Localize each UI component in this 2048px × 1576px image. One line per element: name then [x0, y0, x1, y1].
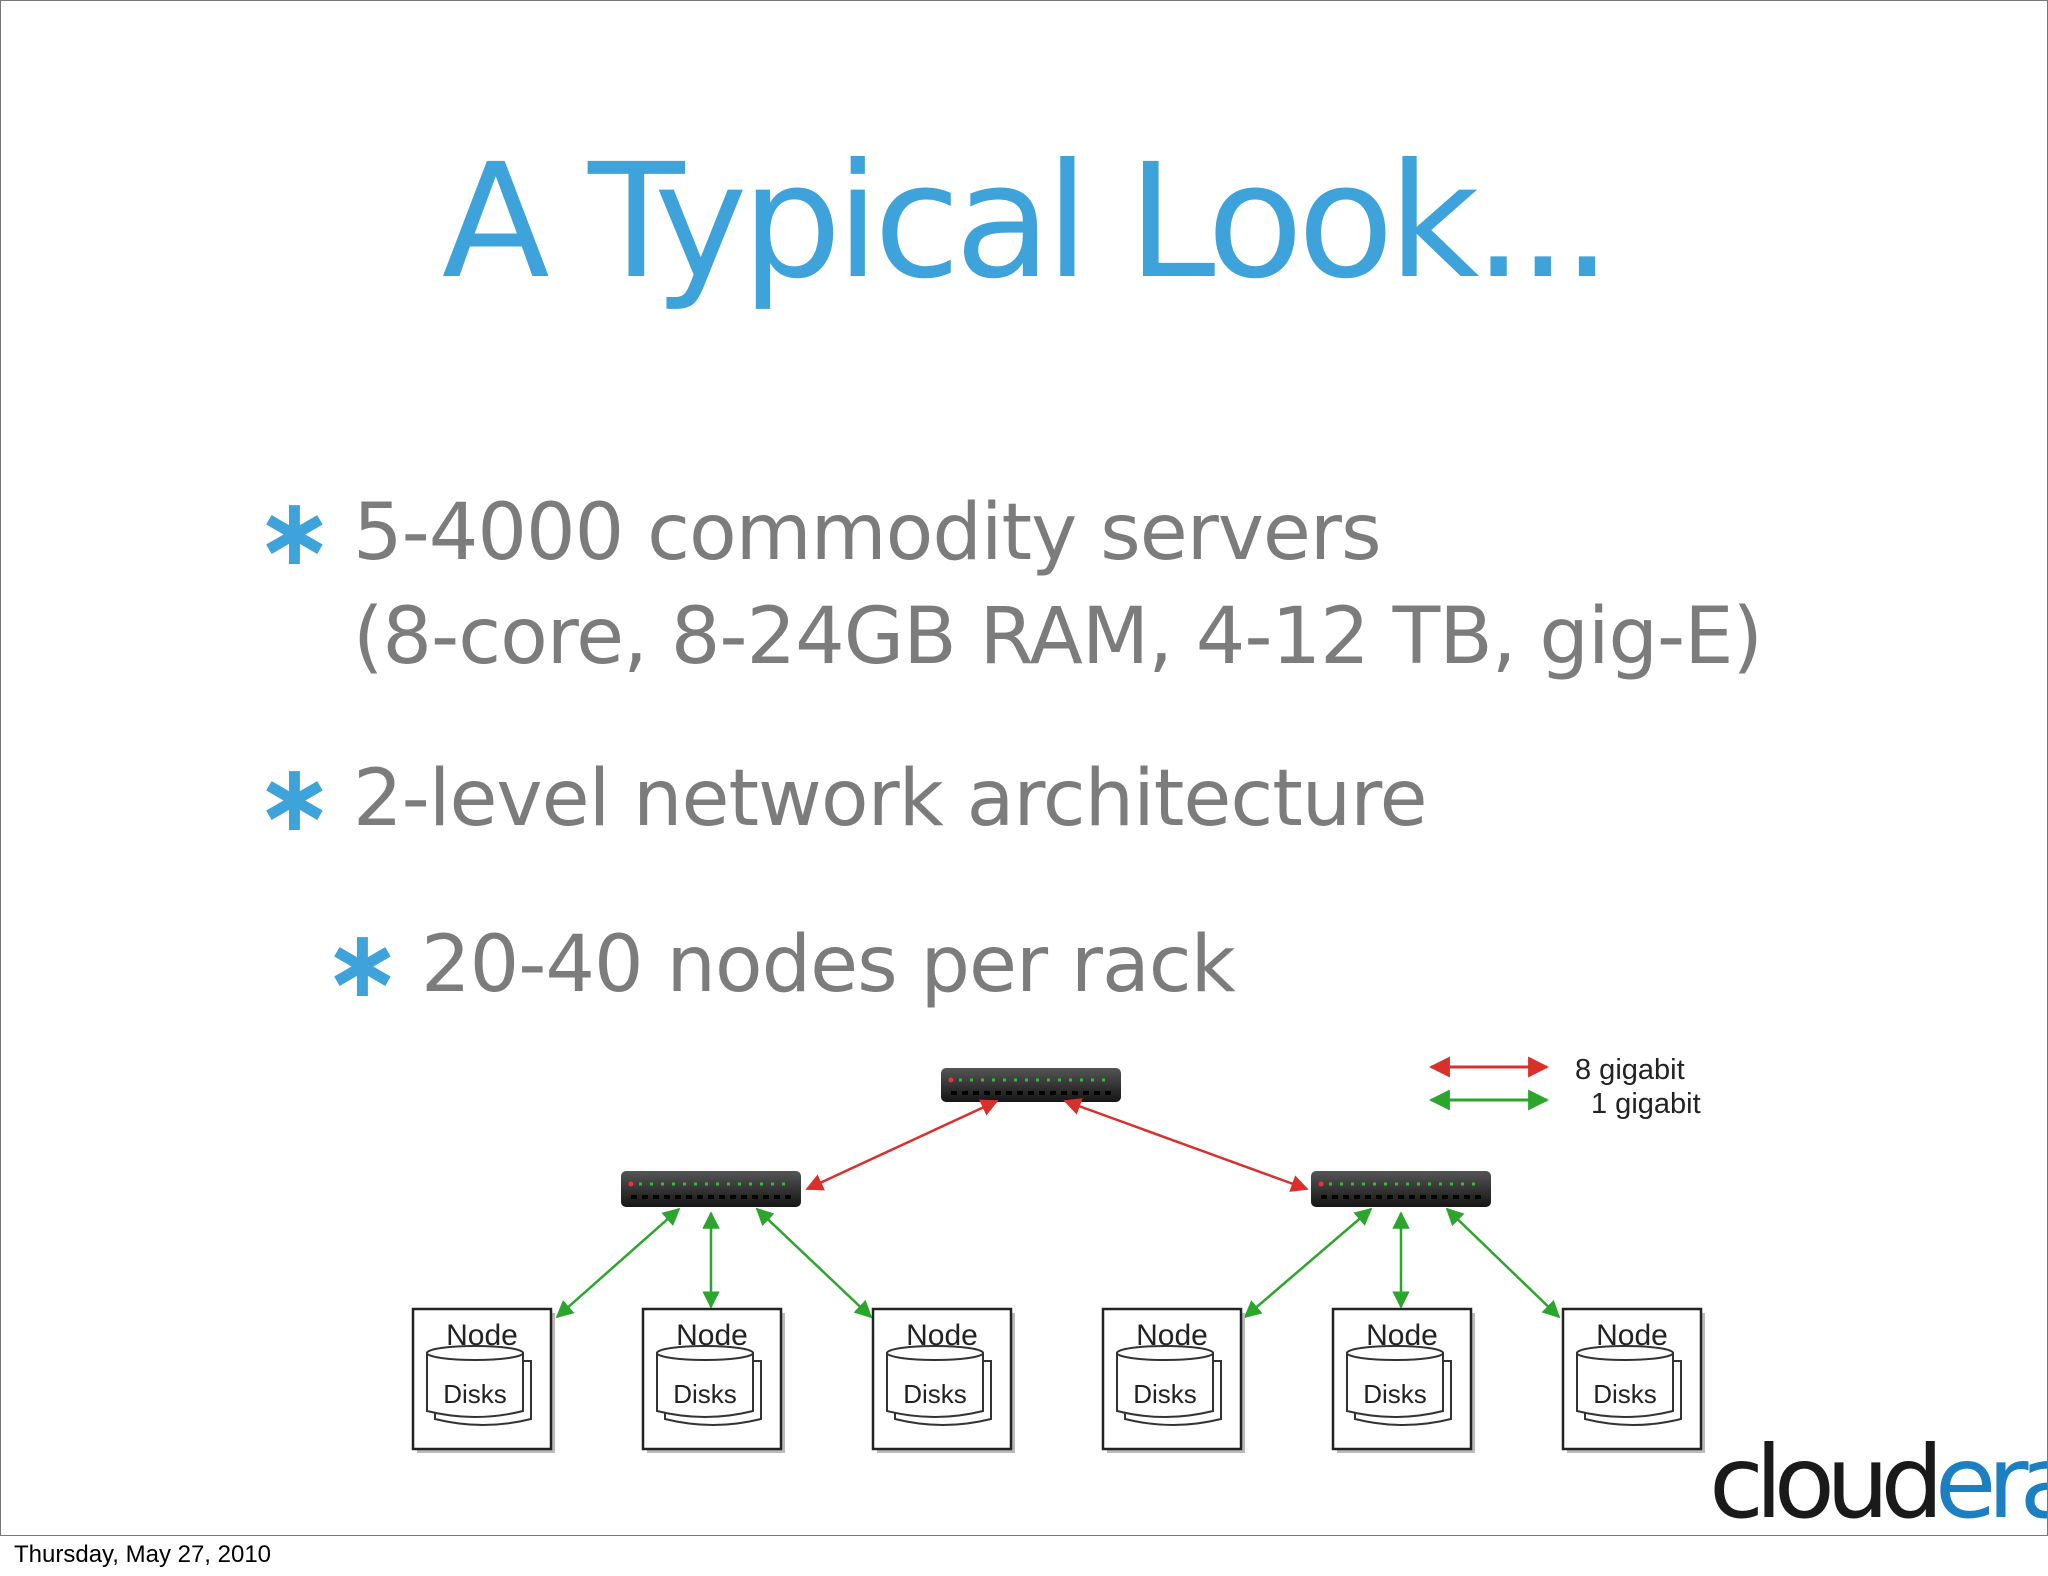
uplink-right: [1063, 1098, 1309, 1192]
bullet-servers-line-1: 5-4000 commodity servers: [353, 488, 1382, 578]
bullet-network: ∗ 2-level network architecture: [255, 747, 1428, 851]
node-label: Node: [446, 1319, 518, 1352]
footer-date: Thursday, May 27, 2010: [14, 1541, 272, 1568]
core-switch: [941, 1068, 1121, 1102]
bullet-network-line-1: 2-level network architecture: [353, 754, 1428, 844]
bullet-servers-line-2: (8-core, 8-24GB RAM, 4-12 TB, gig-E): [353, 592, 1763, 682]
node-label: Node: [1366, 1319, 1438, 1352]
disks-label: Disks: [903, 1379, 967, 1409]
legend: 8 gigabit 1 gigabit: [1428, 1054, 1701, 1120]
bullet-rack-line-1: 20-40 nodes per rack: [421, 920, 1236, 1010]
asterisk-bullet-icon: ∗: [255, 478, 334, 587]
disks-label: Disks: [1593, 1379, 1657, 1409]
legend-8-gigabit-label: 8 gigabit: [1575, 1054, 1685, 1086]
bullet-servers: ∗ 5-4000 commodity servers (8-core, 8-24…: [255, 481, 1763, 689]
slide: A Typical Look... ∗ 5-4000 commodity ser…: [0, 0, 2048, 1536]
rack-switch-right: [1311, 1171, 1491, 1207]
node-label: Node: [1596, 1319, 1668, 1352]
rack-switch-left: [621, 1171, 801, 1207]
logo-part-1: cloud: [1709, 1424, 1944, 1536]
disks-label: Disks: [1363, 1379, 1427, 1409]
node-label: Node: [676, 1319, 748, 1352]
asterisk-bullet-icon: ∗: [323, 910, 402, 1019]
node-label: Node: [906, 1319, 978, 1352]
downlink: [755, 1207, 873, 1319]
logo-part-2: era: [1934, 1424, 2047, 1536]
network-diagram: 8 gigabit 1 gigabit: [411, 1054, 1705, 1453]
disks-label: Disks: [673, 1379, 737, 1409]
legend-1-gigabit-label: 1 gigabit: [1591, 1088, 1701, 1120]
downlink: [1243, 1207, 1373, 1319]
disks-label: Disks: [1133, 1379, 1197, 1409]
slide-title: A Typical Look...: [441, 130, 1612, 314]
downlink: [555, 1207, 681, 1319]
bullet-rack: ∗ 20-40 nodes per rack: [323, 913, 1236, 1017]
downlink: [1445, 1207, 1561, 1319]
cloudera-logo: cloudera: [1709, 1433, 2047, 1533]
nodes: NodeDisksNodeDisksNodeDisksNodeDisksNode…: [411, 1307, 1705, 1453]
node-label: Node: [1136, 1319, 1208, 1352]
disks-label: Disks: [443, 1379, 507, 1409]
asterisk-bullet-icon: ∗: [255, 744, 334, 853]
uplink-left: [805, 1099, 999, 1191]
